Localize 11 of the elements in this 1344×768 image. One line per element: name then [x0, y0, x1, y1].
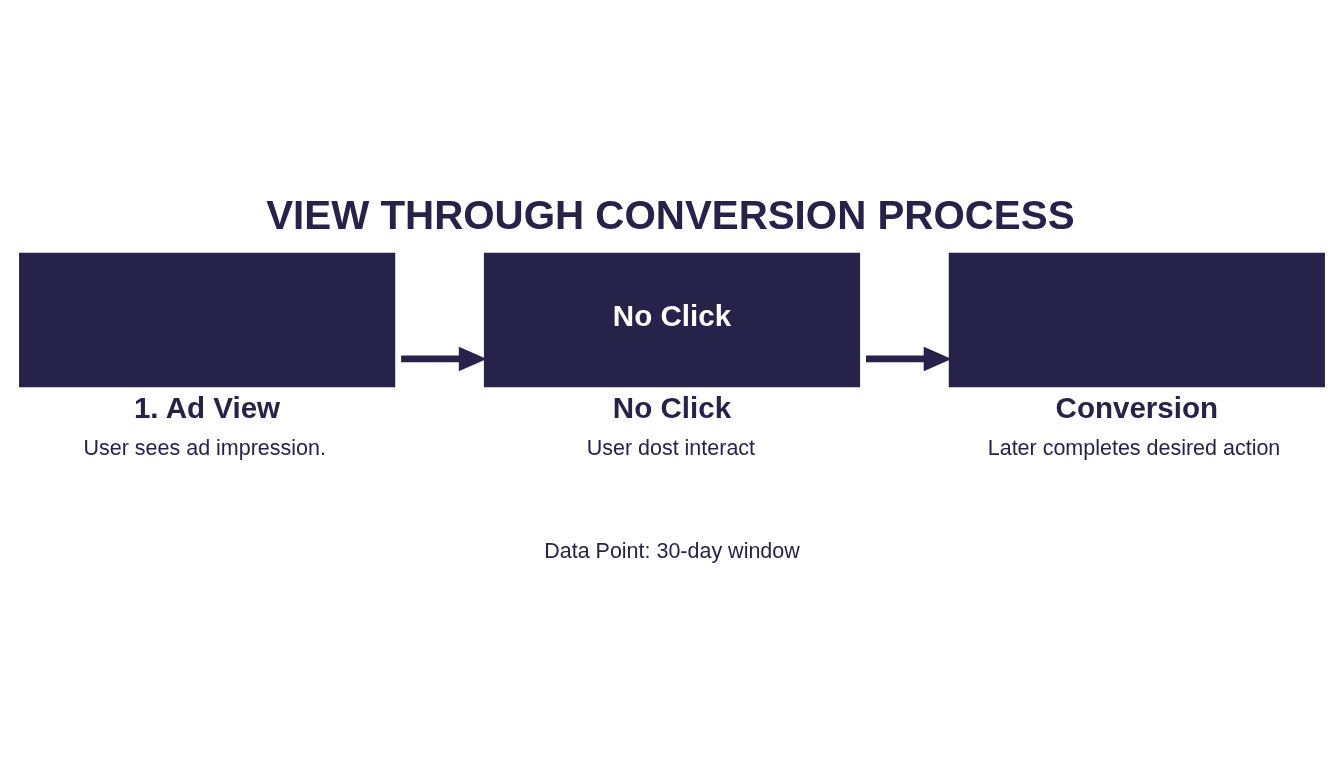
node-box	[19, 252, 396, 387]
node-label: User sees ad impression.	[83, 435, 326, 460]
node-box: No Click	[483, 252, 861, 387]
node-label: 1. Ad View	[133, 390, 281, 424]
node-label: Later completes desired action	[987, 435, 1281, 460]
diagram-title: VIEW THROUGH CONVERSION PROCESS	[266, 192, 1075, 238]
node-label: User dost interact	[586, 435, 756, 460]
label: Data Point: 30-day window	[544, 538, 800, 563]
node-label: No Click	[612, 390, 732, 424]
node-label: Conversion	[1055, 390, 1219, 424]
node-box	[948, 252, 1325, 387]
